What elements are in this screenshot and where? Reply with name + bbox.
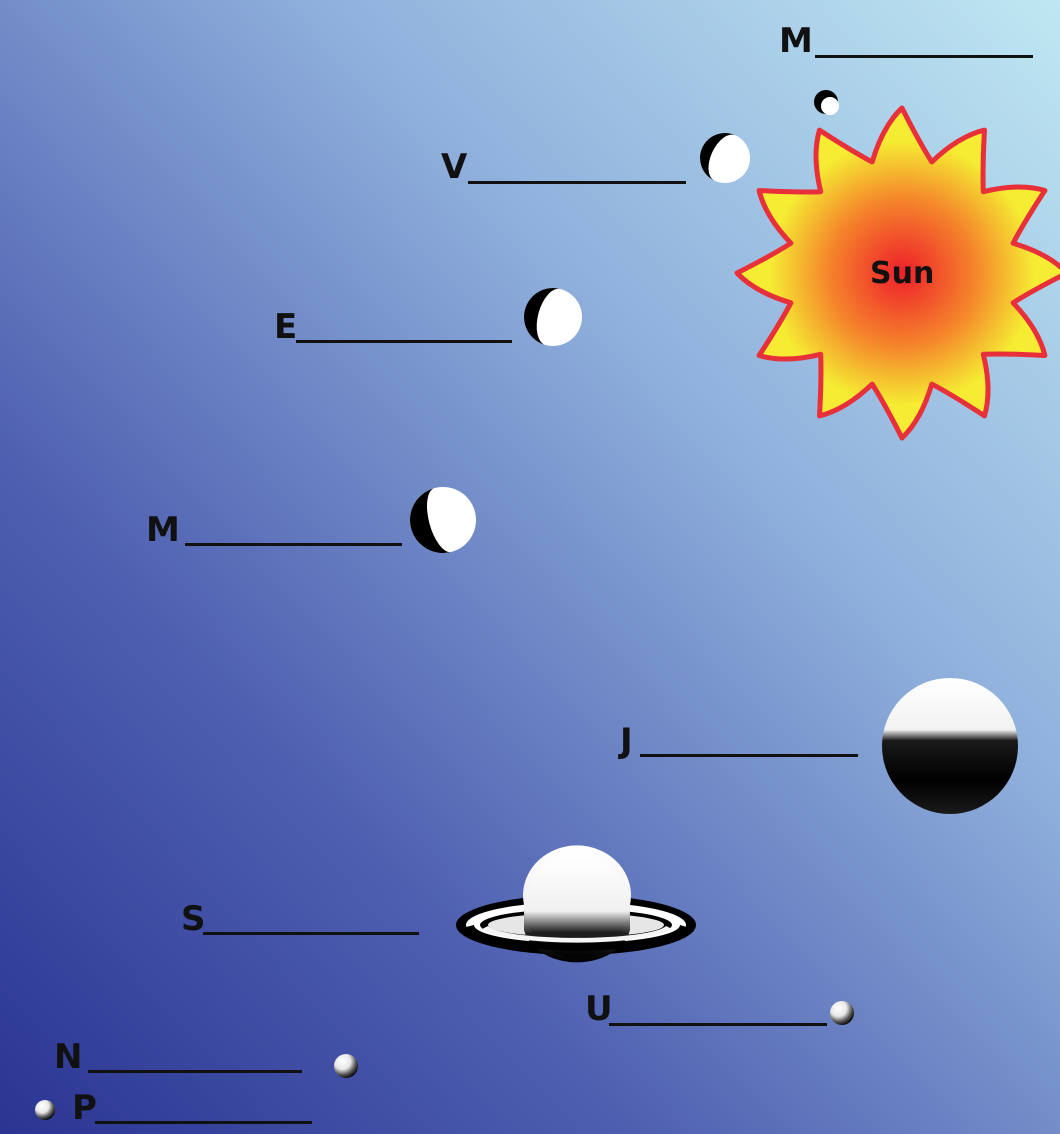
earth-planet [524,288,582,346]
blank-pluto[interactable] [95,1121,312,1124]
label-mercury: M [779,21,813,61]
sun [734,105,1060,441]
blank-mercury[interactable] [815,55,1033,58]
label-venus: V [441,147,468,187]
blank-saturn[interactable] [203,932,419,935]
label-pluto: P [72,1088,97,1128]
blank-neptune[interactable] [88,1070,302,1073]
neptune-planet [334,1054,358,1078]
label-saturn: S [181,899,206,939]
label-neptune: N [54,1037,83,1077]
saturn-planet [456,845,696,963]
sun-label: Sun [870,256,935,291]
pluto-planet [35,1100,55,1120]
mercury-planet [814,90,839,115]
label-earth: E [274,307,298,347]
blank-uranus[interactable] [609,1023,827,1026]
jupiter-planet [882,678,1018,814]
blank-venus[interactable] [468,181,686,184]
uranus-planet [830,1001,854,1025]
label-mars: M [146,510,180,550]
label-uranus: U [585,989,613,1029]
venus-planet [700,133,750,183]
label-jupiter: J [620,721,633,761]
mars-planet [410,487,476,553]
blank-mars[interactable] [185,543,402,546]
sun-body [734,105,1060,441]
blank-jupiter[interactable] [640,754,858,757]
blank-earth[interactable] [296,340,512,343]
